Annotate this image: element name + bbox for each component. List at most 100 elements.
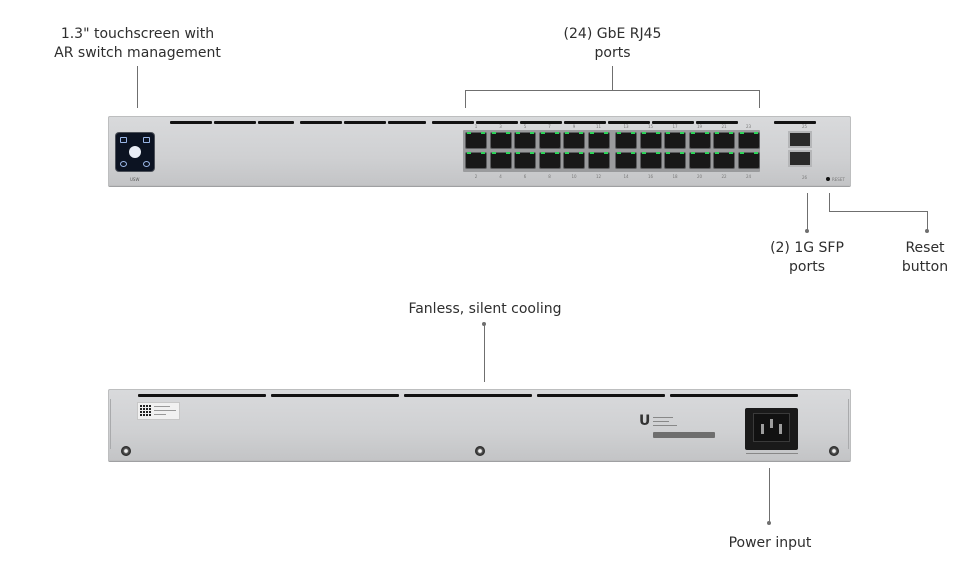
rj45-port[interactable] xyxy=(539,152,560,168)
rj45-port[interactable] xyxy=(640,132,661,148)
rj45-port[interactable] xyxy=(588,132,609,148)
rj45-port[interactable] xyxy=(616,152,636,168)
rj45-port[interactable] xyxy=(640,152,661,168)
link-led xyxy=(739,152,744,154)
link-led xyxy=(505,152,510,154)
link-led xyxy=(505,132,510,134)
rj45-bracket-left xyxy=(465,90,466,108)
sfp-callout: (2) 1G SFP ports xyxy=(770,240,844,275)
network-icon xyxy=(143,137,150,143)
model-label: USW xyxy=(130,177,140,182)
link-led xyxy=(579,152,583,154)
link-led xyxy=(579,132,583,134)
front-vent xyxy=(214,121,256,124)
front-vent xyxy=(774,121,816,124)
sfp-port[interactable] xyxy=(790,152,810,165)
link-led xyxy=(467,152,471,154)
screw xyxy=(829,446,839,456)
link-led xyxy=(753,152,758,154)
regulatory-text-line xyxy=(653,417,673,418)
touchscreen-display[interactable] xyxy=(116,133,154,171)
cooling-leader-line xyxy=(484,323,485,382)
link-led xyxy=(589,132,594,134)
rj45-port-block xyxy=(463,130,760,172)
rj45-port[interactable] xyxy=(515,132,535,148)
rj45-callout: (24) GbE RJ45 ports xyxy=(563,26,662,61)
front-vent xyxy=(608,121,650,124)
rj45-port[interactable] xyxy=(738,152,759,168)
link-led xyxy=(540,132,545,134)
rj45-port[interactable] xyxy=(490,152,511,168)
regulatory-text-line xyxy=(653,421,669,422)
power-leader-line xyxy=(769,468,770,524)
link-led xyxy=(729,132,733,134)
front-vent xyxy=(564,121,606,124)
rj45-port[interactable] xyxy=(689,152,710,168)
port-number-label: 12 xyxy=(595,174,602,179)
cooling-callout: Fanless, silent cooling xyxy=(408,301,562,317)
port-number-label: 22 xyxy=(721,174,727,179)
link-led xyxy=(481,132,485,134)
sfp-port[interactable] xyxy=(790,133,810,146)
rj45-port[interactable] xyxy=(564,132,584,148)
power-rating-text xyxy=(746,453,798,454)
port-number-label: 20 xyxy=(696,174,703,179)
link-led xyxy=(631,152,635,154)
switch-rear-panel: U xyxy=(108,389,851,461)
link-led xyxy=(554,132,559,134)
link-led xyxy=(530,132,534,134)
port-number-label: 1 xyxy=(474,124,478,129)
link-led xyxy=(617,152,621,154)
rear-vent xyxy=(138,394,266,397)
sfp-number-top: 25 xyxy=(802,124,808,129)
reset-button[interactable] xyxy=(826,177,830,181)
front-vent xyxy=(344,121,386,124)
link-led xyxy=(589,152,594,154)
rj45-port[interactable] xyxy=(738,132,759,148)
port-number-label: 3 xyxy=(499,124,502,129)
link-led xyxy=(729,152,733,154)
rj45-port[interactable] xyxy=(616,132,636,148)
regulatory-text-line xyxy=(653,425,677,426)
rj45-port[interactable] xyxy=(466,132,486,148)
link-led xyxy=(715,132,719,134)
link-led xyxy=(655,152,660,154)
rj45-port[interactable] xyxy=(515,152,535,168)
link-led xyxy=(666,132,670,134)
rj45-port[interactable] xyxy=(466,152,486,168)
rj45-port[interactable] xyxy=(490,132,511,148)
rj45-port[interactable] xyxy=(665,132,685,148)
link-led xyxy=(715,152,719,154)
rj45-port[interactable] xyxy=(689,132,710,148)
front-vent xyxy=(170,121,212,124)
port-number-label: 4 xyxy=(499,174,502,179)
reset-leader-drop xyxy=(927,211,928,231)
link-led xyxy=(617,132,621,134)
port-number-label: 7 xyxy=(548,124,551,129)
port-number-label: 23 xyxy=(745,124,752,129)
link-led xyxy=(554,152,559,154)
link-led xyxy=(603,132,608,134)
link-led xyxy=(530,152,534,154)
rj45-port[interactable] xyxy=(714,152,734,168)
port-number-label: 14 xyxy=(623,174,629,179)
rj45-port[interactable] xyxy=(564,152,584,168)
power-inlet[interactable] xyxy=(745,408,798,450)
link-led xyxy=(540,152,545,154)
rj45-port[interactable] xyxy=(539,132,560,148)
rear-ear-left xyxy=(110,399,111,449)
link-led xyxy=(680,152,684,154)
power-pin xyxy=(761,424,764,434)
rj45-port[interactable] xyxy=(665,152,685,168)
rj45-port[interactable] xyxy=(714,132,734,148)
link-led xyxy=(753,132,758,134)
screw xyxy=(475,446,485,456)
port-number-label: 16 xyxy=(647,174,654,179)
home-button-icon[interactable] xyxy=(129,146,141,158)
link-led xyxy=(666,152,670,154)
rear-ear-right xyxy=(848,399,849,449)
port-number-label: 17 xyxy=(672,124,678,129)
rj45-port[interactable] xyxy=(588,152,609,168)
link-led xyxy=(481,152,485,154)
